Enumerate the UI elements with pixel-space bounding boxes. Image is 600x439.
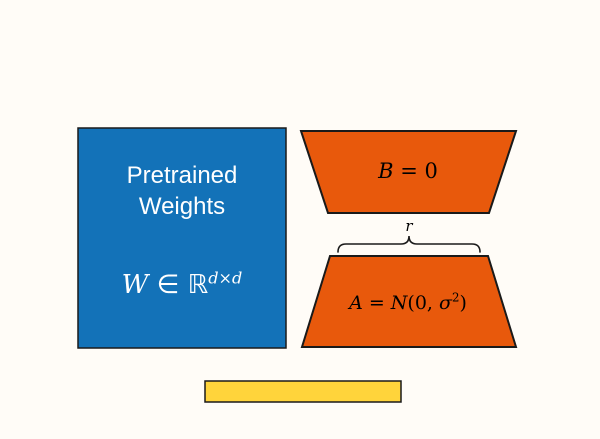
pretrained-weights-box [77,127,287,349]
matrix-b-trapezoid [299,130,518,214]
matrix-a-trapezoid [300,255,518,348]
rank-brace-icon [337,235,481,253]
adapter-output-bar [204,380,402,403]
